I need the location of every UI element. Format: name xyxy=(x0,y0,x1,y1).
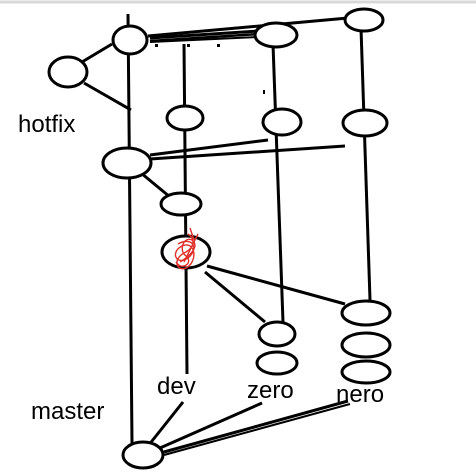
master-commit-bottom xyxy=(121,440,165,470)
edge-top-to-dev xyxy=(149,36,259,43)
edge-master-to-nero-2 xyxy=(163,403,351,456)
master-branch-line xyxy=(126,13,134,444)
nero-commit-5 xyxy=(340,359,392,385)
hotfix-commit xyxy=(47,55,89,89)
zero-commit-2 xyxy=(261,107,303,137)
edge-mid-to-dev xyxy=(140,171,171,199)
edge-top-to-hotfix xyxy=(81,42,113,64)
zero-branch-line xyxy=(271,43,285,323)
nero-commit-4 xyxy=(340,331,392,359)
zero-commit-4 xyxy=(255,350,299,376)
master-commit-top xyxy=(111,24,149,56)
edge-master-to-dev xyxy=(146,401,185,447)
label-dev: dev xyxy=(157,373,196,400)
dev-commit-1 xyxy=(165,104,205,132)
edge-dev-to-zero xyxy=(204,270,266,324)
nero-commit-3 xyxy=(340,299,392,327)
label-nero: nero xyxy=(336,381,384,408)
zero-commit-3 xyxy=(257,320,297,348)
edge-top-to-zero-1 xyxy=(149,29,259,40)
nero-commit-2 xyxy=(341,108,389,138)
nero-branch-line xyxy=(359,27,372,301)
edge-master-to-nero xyxy=(163,399,349,454)
label-zero: zero xyxy=(247,377,294,404)
edge-mid-to-nero xyxy=(149,144,346,161)
label-master: master xyxy=(31,398,104,425)
edge-top-to-nero xyxy=(147,16,349,38)
label-hotfix: hotfix xyxy=(18,111,75,138)
scribble-mark xyxy=(174,227,199,270)
master-commit-mid xyxy=(101,146,153,180)
edge-top-to-zero-2 xyxy=(149,32,259,43)
dev-commit-2 xyxy=(159,191,203,217)
edge-hotfix-to-master xyxy=(83,81,132,112)
edge-dev-to-nero xyxy=(206,264,346,306)
edge-master-to-zero xyxy=(159,401,263,450)
zero-commit-top xyxy=(253,21,299,49)
stray-marks xyxy=(155,44,265,94)
edge-mid-to-zero xyxy=(149,138,269,157)
nero-commit-top xyxy=(343,7,385,33)
